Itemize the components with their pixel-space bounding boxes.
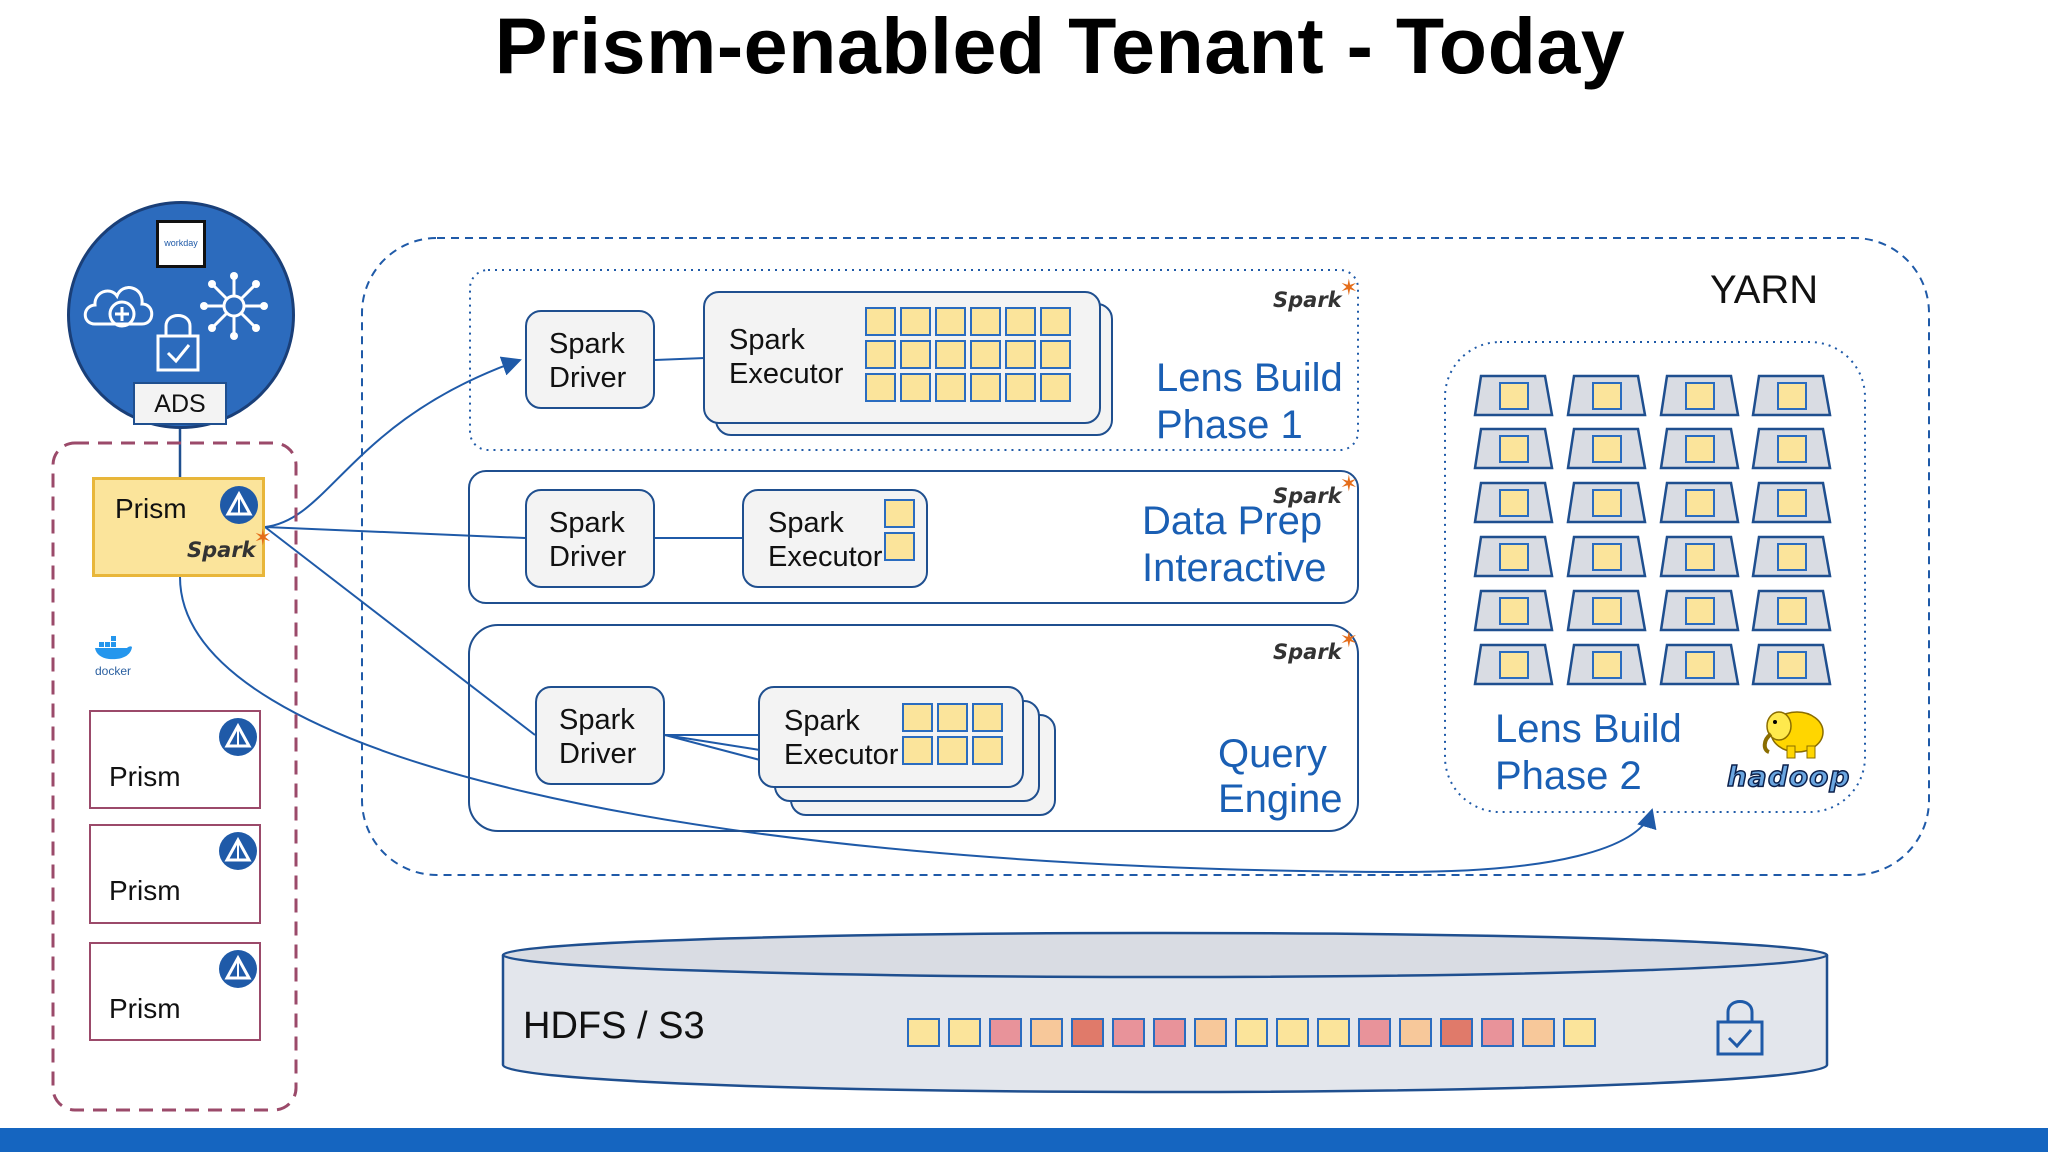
executor-task-grid — [884, 499, 915, 561]
spark-executor-label: Spark Executor — [784, 705, 899, 771]
spark-driver-box: Spark Driver — [525, 310, 655, 409]
hdfs-block — [1194, 1018, 1227, 1047]
prism-icon — [219, 832, 257, 870]
spark-logo-text: Spark — [1273, 288, 1342, 312]
network-hub-icon — [200, 272, 268, 340]
lock-check-icon — [1716, 1000, 1764, 1056]
spark-executor-box: Spark Executor — [758, 686, 1024, 788]
spark-driver-label: Spark Driver — [559, 704, 637, 770]
hadoop-elephant-icon — [1762, 711, 1824, 759]
hdfs-block — [948, 1018, 981, 1047]
prism-instance-label: Prism — [109, 875, 181, 906]
query-name-line2: Engine — [1218, 777, 1343, 821]
storage-label: HDFS / S3 — [523, 1005, 705, 1047]
dataprep-name-line1: Data Prep — [1142, 499, 1323, 543]
hdfs-block — [989, 1018, 1022, 1047]
prism-icon — [219, 950, 257, 988]
hdfs-block — [907, 1018, 940, 1047]
ads-box: ADS — [133, 382, 227, 425]
prism-icon — [219, 718, 257, 756]
spark-driver-box: Spark Driver — [535, 686, 665, 785]
hdfs-block — [1071, 1018, 1104, 1047]
hadoop-label: hadoop — [1726, 759, 1851, 794]
spark-logo-text: Spark — [187, 538, 256, 562]
spark-executor-box: Spark Executor — [742, 489, 928, 588]
query-container — [468, 624, 1359, 832]
ads-label: ADS — [154, 390, 206, 418]
hdfs-block — [1440, 1018, 1473, 1047]
dataprep-container — [468, 470, 1359, 604]
hdfs-block-strip — [907, 1018, 1596, 1047]
hdfs-block — [1399, 1018, 1432, 1047]
spark-driver-box: Spark Driver — [525, 489, 655, 588]
yarn-label: YARN — [1710, 268, 1819, 312]
spark-logo-text: Spark — [1273, 484, 1342, 508]
yarn-node-grid — [1473, 374, 1832, 686]
prism-instance-label: Prism — [109, 761, 181, 792]
prism-main-box: Prism Spark✶ — [92, 477, 272, 577]
lens1-name-line1: Lens Build — [1156, 356, 1343, 400]
prism-icon — [220, 486, 258, 524]
spark-logo: Spark✶ — [1273, 472, 1359, 508]
spark-driver-label: Spark Driver — [549, 328, 627, 394]
hdfs-block — [1358, 1018, 1391, 1047]
executor-task-grid — [865, 307, 1071, 402]
hdfs-block — [1481, 1018, 1514, 1047]
lens2-name-line1: Lens Build — [1495, 707, 1682, 751]
lens2-name-line2: Phase 2 — [1495, 754, 1642, 798]
docker-whale-icon — [95, 636, 132, 660]
hdfs-block — [1153, 1018, 1186, 1047]
footer-bar — [0, 1128, 2048, 1152]
prism-main-label: Prism — [115, 493, 187, 524]
hdfs-block — [1276, 1018, 1309, 1047]
prism-instance: Prism — [89, 824, 261, 924]
spark-logo-text: Spark — [1273, 640, 1342, 664]
spark-executor-label: Spark Executor — [768, 507, 883, 573]
hdfs-block — [1522, 1018, 1555, 1047]
docker-logo: docker — [88, 636, 138, 677]
prism-instance: Prism — [89, 710, 261, 809]
lock-check-icon — [156, 314, 200, 372]
prism-instance: Prism — [89, 942, 261, 1041]
hdfs-block — [1317, 1018, 1350, 1047]
spark-logo: Spark✶ — [1273, 628, 1359, 664]
spark-logo: Spark✶ — [187, 526, 273, 562]
hdfs-block — [1563, 1018, 1596, 1047]
docker-label: docker — [94, 664, 132, 678]
workday-icon: workday — [156, 220, 206, 268]
hdfs-block — [1030, 1018, 1063, 1047]
executor-task-grid — [902, 703, 1003, 765]
hdfs-block — [1235, 1018, 1268, 1047]
hdfs-block — [1112, 1018, 1145, 1047]
spark-driver-label: Spark Driver — [549, 507, 627, 573]
dataprep-name-line2: Interactive — [1142, 546, 1327, 590]
prism-instance-label: Prism — [109, 993, 181, 1024]
spark-logo: Spark✶ — [1273, 276, 1359, 312]
cloud-plus-icon — [83, 286, 154, 328]
slide-title: Prism-enabled Tenant - Today — [494, 1, 1626, 90]
workday-label: workday — [164, 238, 198, 248]
lens1-name-line2: Phase 1 — [1156, 403, 1303, 447]
spark-executor-box: Spark Executor — [703, 291, 1101, 424]
spark-executor-label: Spark Executor — [729, 324, 844, 390]
query-name-line1: Query — [1218, 732, 1327, 776]
